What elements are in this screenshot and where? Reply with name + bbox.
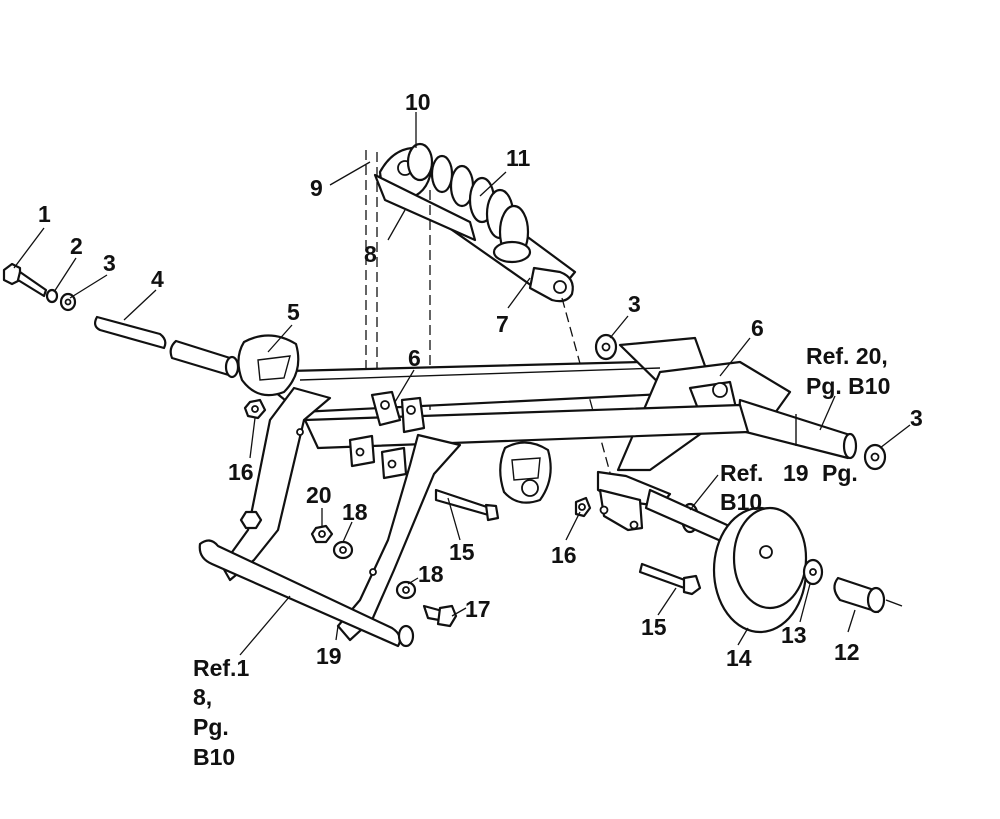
callout-3c: 3 [910, 405, 923, 431]
callout-8: 8 [364, 241, 377, 267]
leader-lines [13, 112, 911, 656]
ref18-line2: 8, [193, 684, 212, 710]
callout-6b: 6 [751, 315, 764, 341]
callout-18b: 18 [418, 561, 444, 587]
callout-12: 12 [834, 639, 860, 665]
reference-notes: Ref. 20, Pg. B10 Ref. 19 Pg. B10 Ref.1 8… [193, 343, 890, 770]
ref19-pg: Pg. [822, 460, 858, 486]
ref19-number: 19 [783, 460, 809, 486]
callout-7: 7 [496, 311, 509, 337]
lower-cross-tube [303, 403, 750, 504]
callout-6a: 6 [408, 345, 421, 371]
ref19-line1: Ref. [720, 460, 763, 486]
shock-absorber [373, 142, 577, 303]
callout-4: 4 [151, 266, 164, 292]
callout-18a: 18 [342, 499, 368, 525]
callout-3a: 3 [103, 250, 116, 276]
callout-2: 2 [70, 233, 83, 259]
callout-16b: 16 [551, 542, 577, 568]
front-arm-assembly [198, 386, 462, 648]
callout-20: 20 [306, 482, 332, 508]
ref18-line1: Ref.1 [193, 655, 249, 681]
callout-1: 1 [38, 201, 51, 227]
callout-11: 11 [506, 145, 531, 171]
ref18-line3: Pg. [193, 714, 229, 740]
idler-wheel-assembly [594, 333, 903, 634]
ref19-line2: B10 [720, 489, 762, 515]
ref18-line4: B10 [193, 744, 235, 770]
callout-16a: 16 [228, 459, 254, 485]
left-fasteners [2, 262, 240, 379]
callout-10: 10 [405, 89, 431, 115]
callout-15b: 15 [641, 614, 667, 640]
callout-9: 9 [310, 175, 323, 201]
ref20-line1: Ref. 20, [806, 343, 888, 369]
center-hardware [243, 398, 702, 628]
callout-labels: 1 2 3 4 5 6 10 9 8 11 7 3 6 3 16 16 20 1… [38, 89, 923, 671]
callout-17: 17 [465, 596, 491, 622]
callout-14: 14 [726, 645, 752, 671]
callout-3b: 3 [628, 291, 641, 317]
callout-19: 19 [316, 643, 342, 669]
callout-5: 5 [287, 299, 300, 325]
callout-15a: 15 [449, 539, 475, 565]
ref20-line2: Pg. B10 [806, 373, 890, 399]
callout-13: 13 [781, 622, 807, 648]
